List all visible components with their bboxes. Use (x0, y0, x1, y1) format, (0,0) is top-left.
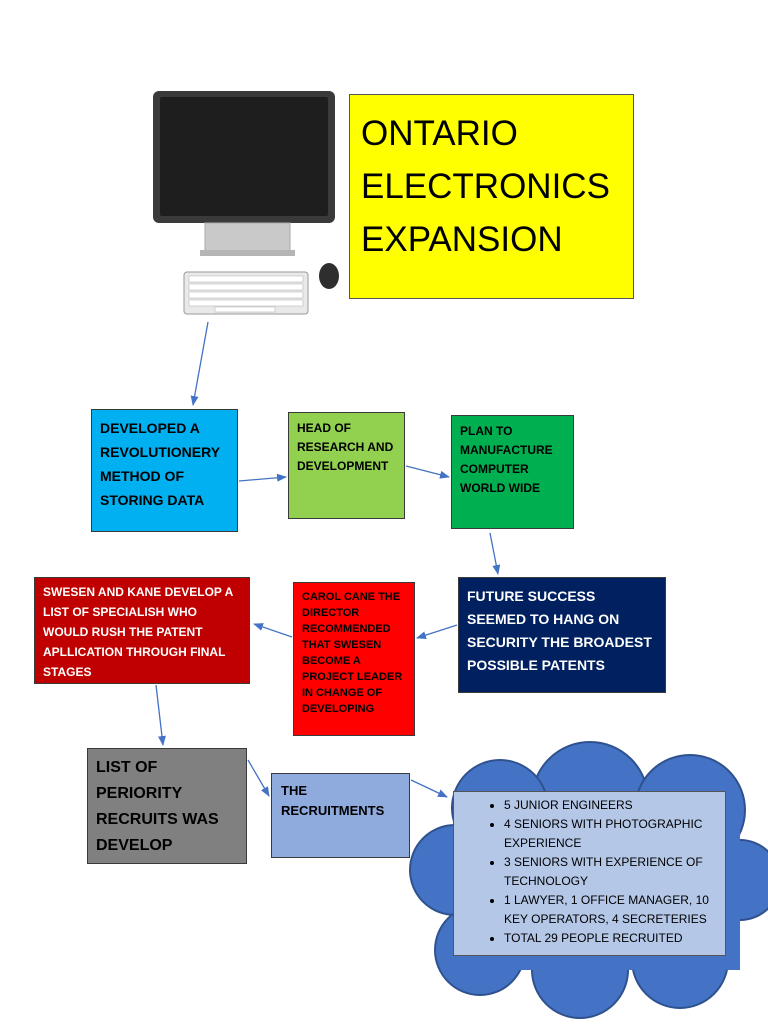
arrow-list-to-recruitments (247, 759, 270, 797)
box-swesen-and-kane: SWESEN AND KANE DEVELOP A LIST OF SPECIA… (34, 577, 250, 684)
monitor-stand (204, 222, 291, 254)
arrow-recruitments-to-cloud (410, 779, 448, 798)
box-developed-text: DEVELOPED A REVOLUTIONERY METHOD OF STOR… (100, 420, 220, 508)
box-developed-method: DEVELOPED A REVOLUTIONERY METHOD OF STOR… (91, 409, 238, 532)
title-line-2: ELECTRONICS (361, 167, 610, 206)
box-list-of-text: LIST OF PERIORITY RECRUITS WAS DEVELOP (96, 759, 219, 854)
box-the-recruitments: THE RECRUITMENTS (271, 773, 410, 858)
list-item: 5 JUNIOR ENGINEERS (504, 796, 717, 815)
list-item: 4 SENIORS WITH PHOTOGRAPHIC EXPERIENCE (504, 815, 717, 853)
arrow-future-to-carol (416, 624, 458, 640)
arrow-plan-to-future (489, 532, 501, 575)
arrow-swesen-to-list (155, 684, 166, 746)
box-carol-text: CAROL CANE THE DIRECTOR RECOMMENDED THAT… (302, 591, 403, 715)
box-head-text: HEAD OF RESEARCH AND DEVELOPMENT (297, 421, 394, 473)
page-title: ONTARIO ELECTRONICS EXPANSION (349, 94, 634, 299)
title-line-3: EXPANSION (361, 220, 563, 259)
mouse-icon (319, 263, 339, 289)
list-item: TOTAL 29 PEOPLE RECRUITED (504, 929, 717, 948)
box-head-of-research: HEAD OF RESEARCH AND DEVELOPMENT (288, 412, 405, 519)
title-line-1: ONTARIO (361, 114, 518, 153)
box-list-of-recruits: LIST OF PERIORITY RECRUITS WAS DEVELOP (87, 748, 247, 864)
arrow-head-to-plan (405, 465, 450, 479)
list-item: 1 LAWYER, 1 OFFICE MANAGER, 10 KEY OPERA… (504, 891, 717, 929)
box-future-success: FUTURE SUCCESS SEEMED TO HANG ON SECURIT… (458, 577, 666, 693)
monitor-screen (160, 97, 328, 216)
monitor-base (200, 250, 295, 256)
recruits-list-box: 5 JUNIOR ENGINEERS 4 SENIORS WITH PHOTOG… (453, 791, 726, 956)
recruits-list: 5 JUNIOR ENGINEERS 4 SENIORS WITH PHOTOG… (454, 796, 717, 948)
box-swesen-text: SWESEN AND KANE DEVELOP A LIST OF SPECIA… (43, 585, 233, 679)
arrow-computer-to-developed (190, 321, 209, 406)
box-future-text: FUTURE SUCCESS SEEMED TO HANG ON SECURIT… (467, 588, 652, 673)
box-carol-cane: CAROL CANE THE DIRECTOR RECOMMENDED THAT… (293, 582, 415, 736)
box-recruitments-text: THE RECRUITMENTS (281, 783, 385, 818)
box-plan-text: PLAN TO MANUFACTURE COMPUTER WORLD WIDE (460, 424, 553, 495)
arrow-developed-to-head (238, 473, 287, 482)
box-plan-to-manufacture: PLAN TO MANUFACTURE COMPUTER WORLD WIDE (451, 415, 574, 529)
keyboard-icon (183, 271, 309, 315)
arrow-carol-to-swesen (253, 623, 293, 638)
list-item: 3 SENIORS WITH EXPERIENCE OF TECHNOLOGY (504, 853, 717, 891)
